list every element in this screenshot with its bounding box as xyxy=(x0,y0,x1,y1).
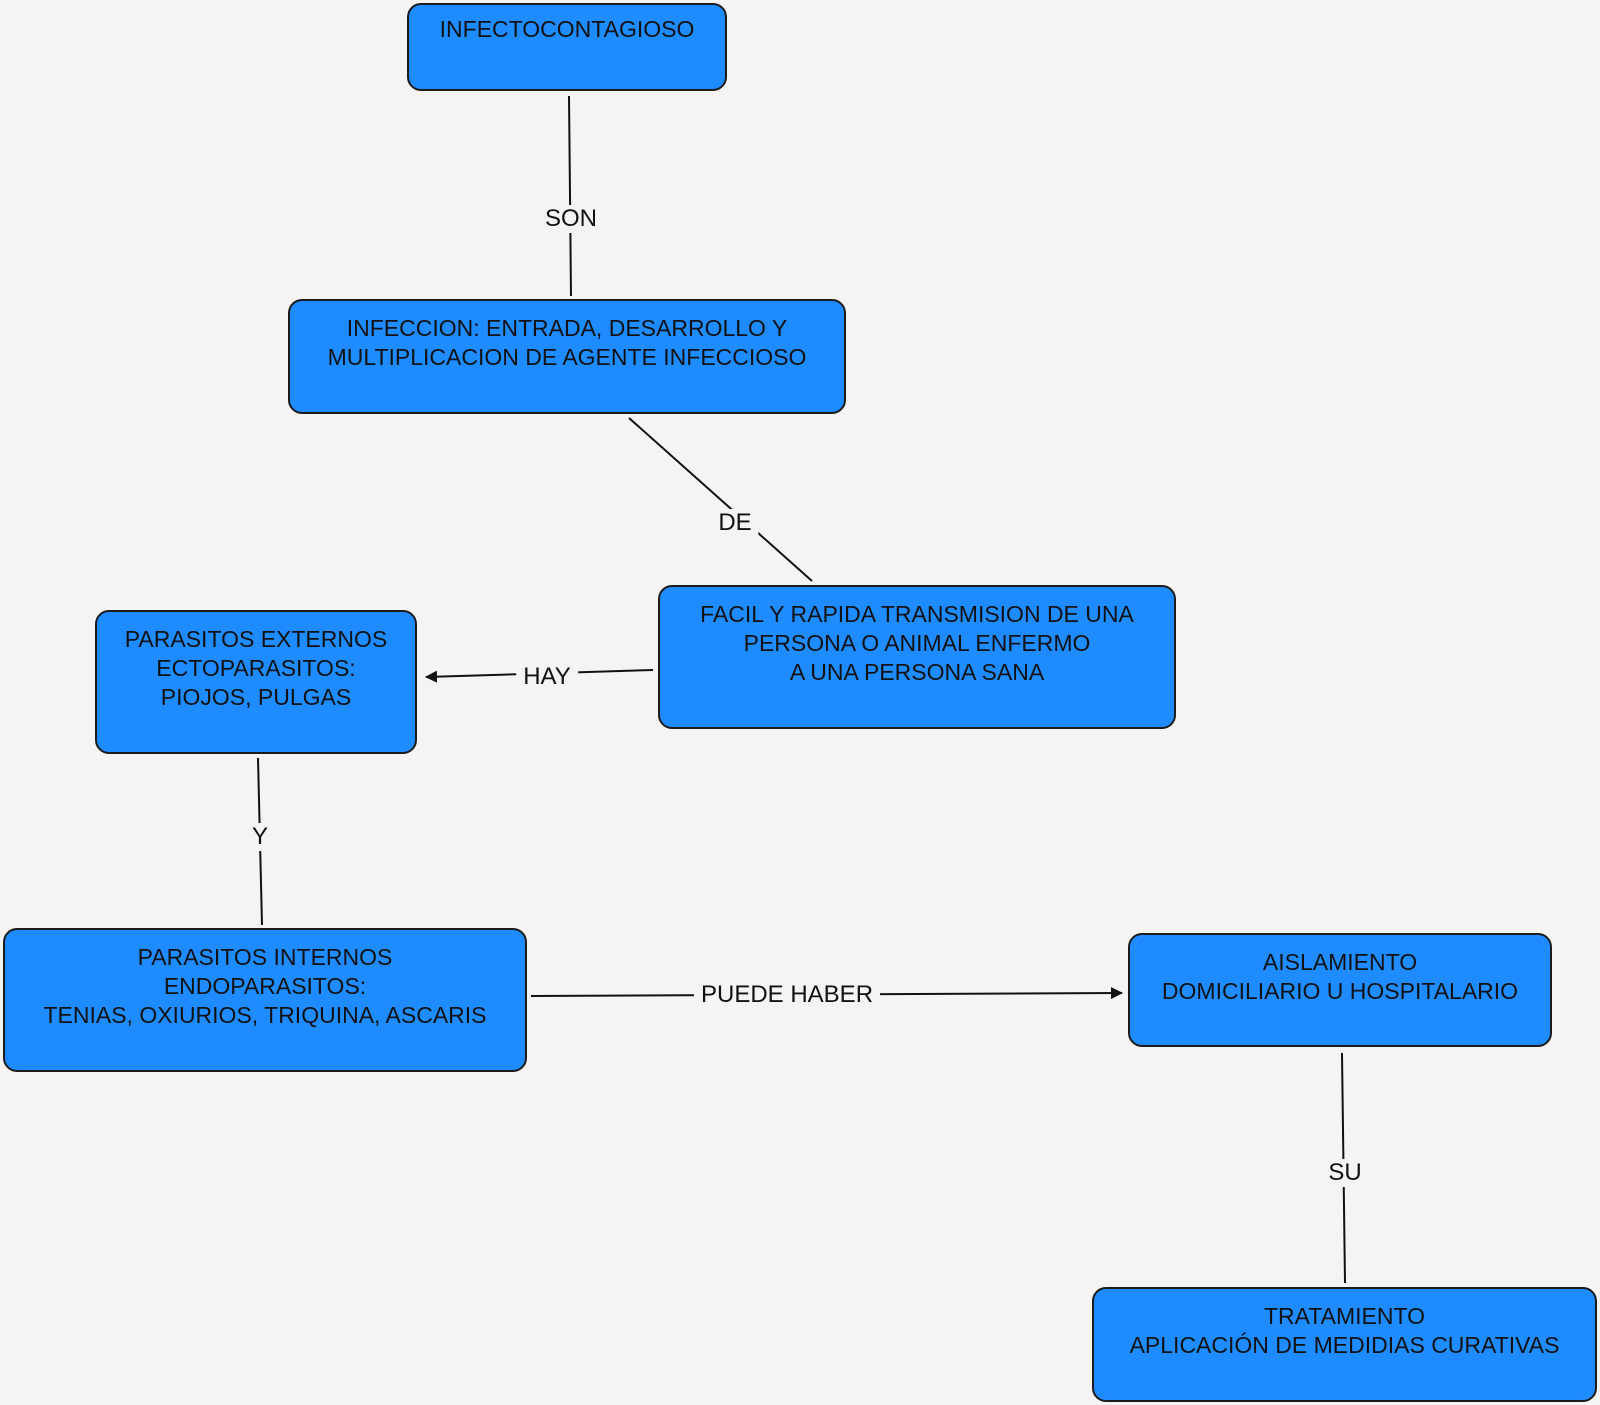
node-text: ECTOPARASITOS: xyxy=(156,655,356,681)
node-parasitos-externos: PARASITOS EXTERNOS ECTOPARASITOS: PIOJOS… xyxy=(95,610,417,754)
node-text: PARASITOS INTERNOS xyxy=(137,944,393,970)
node-text: TRATAMIENTO xyxy=(1264,1303,1425,1329)
node-text: A UNA PERSONA SANA xyxy=(789,659,1045,685)
node-text: INFECTOCONTAGIOSO xyxy=(439,16,695,42)
node-text: INFECCION: ENTRADA, DESARROLLO Y xyxy=(346,315,788,341)
node-text: APLICACIÓN DE MEDIDIAS CURATIVAS xyxy=(1129,1332,1560,1358)
node-tratamiento: TRATAMIENTO APLICACIÓN DE MEDIDIAS CURAT… xyxy=(1092,1287,1597,1402)
link-label-su: SU xyxy=(1321,1159,1369,1187)
node-transmision: FACIL Y RAPIDA TRANSMISION DE UNA PERSON… xyxy=(658,585,1176,729)
link-label-de: DE xyxy=(711,509,759,537)
link-label-puede-haber: PUEDE HABER xyxy=(693,981,881,1009)
node-text: AISLAMIENTO xyxy=(1262,949,1418,975)
link-label-y: Y xyxy=(244,823,276,851)
node-text: TENIAS, OXIURIOS, TRIQUINA, ASCARIS xyxy=(43,1002,487,1028)
node-text: MULTIPLICACION DE AGENTE INFECCIOSO xyxy=(327,344,807,370)
connector-son xyxy=(568,95,572,297)
link-label-son: SON xyxy=(537,205,605,233)
node-text: ENDOPARASITOS: xyxy=(163,973,367,999)
node-text: PERSONA O ANIMAL ENFERMO xyxy=(743,630,1091,656)
link-label-hay: HAY xyxy=(516,663,578,691)
node-infectocontagioso: INFECTOCONTAGIOSO xyxy=(407,3,727,91)
node-aislamiento: AISLAMIENTO DOMICILIARIO U HOSPITALARIO xyxy=(1128,933,1552,1047)
node-text: PARASITOS EXTERNOS xyxy=(124,626,388,652)
node-text: PIOJOS, PULGAS xyxy=(160,684,352,710)
node-parasitos-internos: PARASITOS INTERNOS ENDOPARASITOS: TENIAS… xyxy=(3,928,527,1072)
node-infeccion: INFECCION: ENTRADA, DESARROLLO Y MULTIPL… xyxy=(288,299,846,414)
connector-de xyxy=(628,417,813,582)
node-text: FACIL Y RAPIDA TRANSMISION DE UNA xyxy=(700,601,1134,627)
node-text: DOMICILIARIO U HOSPITALARIO xyxy=(1161,978,1519,1004)
